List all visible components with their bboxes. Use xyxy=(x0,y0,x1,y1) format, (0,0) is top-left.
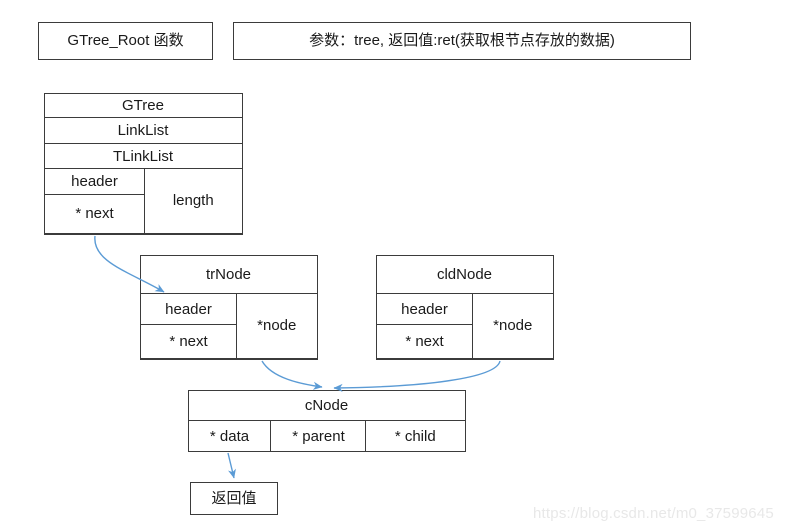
trnode-title: trNode xyxy=(139,254,318,295)
trnode-field-node: *node xyxy=(236,293,318,359)
cnode-field-data-label: * data xyxy=(209,427,250,445)
gtree-field-length-label: length xyxy=(172,192,214,210)
gtree-row-linklist: LinkList xyxy=(43,117,243,144)
cldnode-field-header: header xyxy=(375,293,474,325)
function-signature-box: 参数：tree, 返回值:ret(获取根节点存放的数据) xyxy=(233,22,691,60)
cnode-title-label: cNode xyxy=(304,397,349,414)
gtree-field-header-label: header xyxy=(71,173,118,190)
arrow-cldnode-node-to-cnode xyxy=(333,360,501,392)
arrow-cnode-data-to-return xyxy=(227,452,236,479)
cnode-field-child-label: * child xyxy=(394,427,436,445)
cldnode-title: cldNode xyxy=(375,254,554,295)
cnode-field-child: * child xyxy=(365,420,466,452)
cldnode-struct: cldNode header * next *node xyxy=(375,254,554,360)
cnode-field-parent-label: * parent xyxy=(292,427,345,445)
trnode-field-node-label: *node xyxy=(257,317,297,335)
trnode-field-next: * next xyxy=(139,323,238,359)
trnode-field-next-label: * next xyxy=(169,332,208,350)
cnode-field-data: * data xyxy=(187,420,272,452)
gtree-struct: GTree LinkList TLinkList header * next l… xyxy=(43,92,243,235)
gtree-row-gtree-label: GTree xyxy=(122,97,164,114)
cldnode-field-next-label: * next xyxy=(405,332,444,350)
cnode-field-parent: * parent xyxy=(270,420,367,452)
gtree-row-tlinklist-label: TLinkList xyxy=(112,147,174,165)
function-signature-label: 参数：tree, 返回值:ret(获取根节点存放的数据) xyxy=(309,32,615,49)
cldnode-field-next: * next xyxy=(375,323,474,359)
cldnode-field-node: *node xyxy=(472,293,554,359)
trnode-field-header-label: header xyxy=(165,300,212,318)
return-value-box: 返回值 xyxy=(190,482,278,515)
gtree-field-next: * next xyxy=(43,193,146,234)
trnode-title-label: trNode xyxy=(205,266,252,283)
return-value-label: 返回值 xyxy=(211,489,257,507)
arrow-trnode-node-to-cnode xyxy=(261,360,323,390)
gtree-row-linklist-label: LinkList xyxy=(117,122,169,139)
cldnode-title-label: cldNode xyxy=(436,266,493,283)
trnode-field-header: header xyxy=(139,293,238,325)
cnode-title: cNode xyxy=(187,389,466,422)
trnode-struct: trNode header * next *node xyxy=(139,254,318,360)
gtree-field-header: header xyxy=(43,168,146,195)
gtree-row-tlinklist: TLinkList xyxy=(43,142,243,170)
gtree-row-gtree: GTree xyxy=(43,92,243,119)
cnode-struct: cNode * data * parent * child xyxy=(187,389,466,452)
gtree-field-length: length xyxy=(144,168,243,234)
cldnode-field-header-label: header xyxy=(401,300,448,318)
cldnode-field-node-label: *node xyxy=(493,317,533,335)
function-name-box: GTree_Root 函数 xyxy=(38,22,213,60)
function-name-label: GTree_Root 函数 xyxy=(67,32,184,49)
gtree-field-next-label: * next xyxy=(75,205,114,222)
watermark: https://blog.csdn.net/m0_37599645 xyxy=(533,505,774,522)
